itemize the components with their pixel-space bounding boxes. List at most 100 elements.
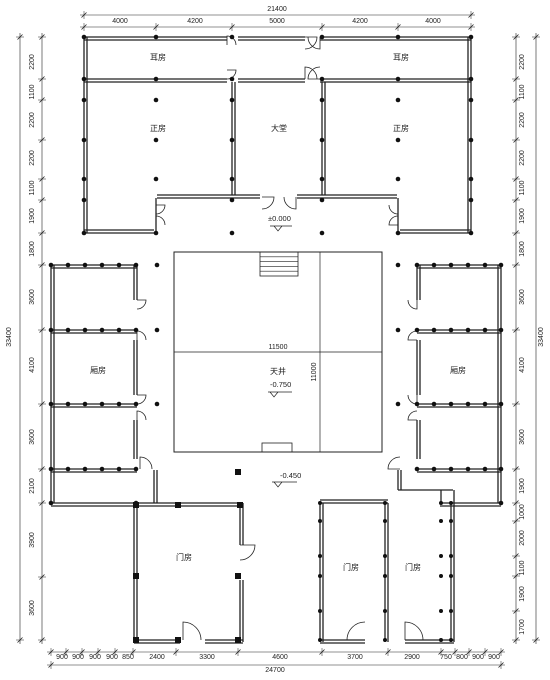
column: [319, 34, 325, 40]
room-gate-mid: 门房: [343, 562, 359, 572]
column: [48, 262, 54, 268]
column: [99, 262, 105, 268]
column: [468, 76, 474, 82]
column: [81, 176, 87, 182]
bottom-dimension-6: 2400: [149, 654, 165, 661]
bottom-dimension-4: 900: [106, 654, 118, 661]
bottom-dimension-9: 3700: [347, 654, 363, 661]
right-dimension-7: 1800: [519, 241, 526, 257]
column: [395, 230, 401, 236]
column: [81, 137, 87, 143]
bottom-dimension-3: 900: [89, 654, 101, 661]
column: [395, 401, 401, 407]
door-swing: [155, 215, 166, 226]
left-dimension-10: 3600: [29, 429, 36, 445]
column: [465, 262, 471, 268]
bottom-dimension-12: 800: [456, 654, 468, 661]
door-swing: [407, 299, 418, 310]
column: [229, 230, 235, 236]
column: [153, 34, 159, 40]
column: [414, 401, 420, 407]
column: [99, 401, 105, 407]
column: [229, 97, 235, 103]
column: [318, 609, 322, 613]
column: [48, 327, 54, 333]
bottom-dimension-14: 900: [488, 654, 500, 661]
room-ear-right: 耳房: [393, 52, 409, 62]
room-labels: 耳房 耳房 正房 大堂 正房 厢房 厢房 天井 门房 门房 门房: [90, 52, 466, 572]
column: [449, 574, 453, 578]
column: [383, 554, 387, 558]
column: [319, 176, 325, 182]
column: [229, 34, 235, 40]
column: [235, 573, 241, 579]
bottom-dimension-1: 900: [56, 654, 68, 661]
column: [154, 327, 160, 333]
right-dimension-15: 1900: [519, 586, 526, 602]
column: [468, 197, 474, 203]
column: [414, 262, 420, 268]
door-swing: [387, 456, 401, 470]
room-main-left: 正房: [150, 123, 166, 133]
door-swing: [388, 204, 399, 215]
column: [235, 469, 241, 475]
door-swing: [155, 204, 166, 215]
column: [498, 327, 504, 333]
column: [431, 327, 437, 333]
column: [383, 519, 387, 523]
elevation-hall-floor: ±0.000: [268, 214, 291, 223]
room-gate-left: 门房: [176, 552, 192, 562]
right-dimension-8: 3600: [519, 289, 526, 305]
dimension-labels: 21400 4000 4200 5000 4200 4000 24700 900…: [6, 6, 545, 674]
door-swing: [407, 330, 418, 341]
column: [468, 176, 474, 182]
room-courtyard: 天井: [270, 366, 286, 376]
elevation-marks: ±0.000 -0.750 -0.450: [268, 214, 301, 488]
bottom-dimension-8: 4600: [272, 654, 288, 661]
column: [153, 176, 159, 182]
bottom-dimension-10: 2900: [404, 654, 420, 661]
elevation-yard-marker: [272, 481, 297, 488]
column: [133, 401, 139, 407]
column: [439, 519, 443, 523]
right-dimension-10: 3600: [519, 429, 526, 445]
column: [498, 262, 504, 268]
door-swing: [139, 456, 153, 470]
left-dimension-6: 1900: [29, 208, 36, 224]
column: [449, 519, 453, 523]
column: [395, 34, 401, 40]
right-dimension-3: 2200: [519, 112, 526, 128]
door-swing: [307, 66, 321, 80]
column: [395, 262, 401, 268]
left-dimension-7: 1800: [29, 241, 36, 257]
right-dimension-9: 4100: [519, 357, 526, 373]
courtyard-width-dimension: 11500: [269, 344, 288, 351]
right-dimension-6: 1900: [519, 208, 526, 224]
column: [319, 137, 325, 143]
room-ear-left: 耳房: [150, 52, 166, 62]
column: [431, 466, 437, 472]
column: [116, 262, 122, 268]
elevation-courtyard-marker: [268, 391, 292, 398]
column: [395, 97, 401, 103]
column: [448, 401, 454, 407]
elevation-yard: -0.450: [280, 471, 301, 480]
column: [448, 327, 454, 333]
door-swing: [261, 196, 275, 210]
column: [237, 502, 243, 508]
left-dimension-3: 2200: [29, 112, 36, 128]
door-swing: [404, 621, 424, 641]
column: [468, 34, 474, 40]
left-dimension-2: 1100: [29, 84, 36, 99]
column: [498, 466, 504, 472]
right-dimension-16: 1700: [519, 619, 526, 635]
column: [318, 519, 322, 523]
column: [81, 34, 87, 40]
courtyard-drain: [261, 442, 293, 453]
bottom-total-dimension: 24700: [265, 667, 285, 674]
room-main-right: 正房: [393, 123, 409, 133]
column: [395, 76, 401, 82]
column: [319, 76, 325, 82]
column: [81, 197, 87, 203]
column: [449, 609, 453, 613]
